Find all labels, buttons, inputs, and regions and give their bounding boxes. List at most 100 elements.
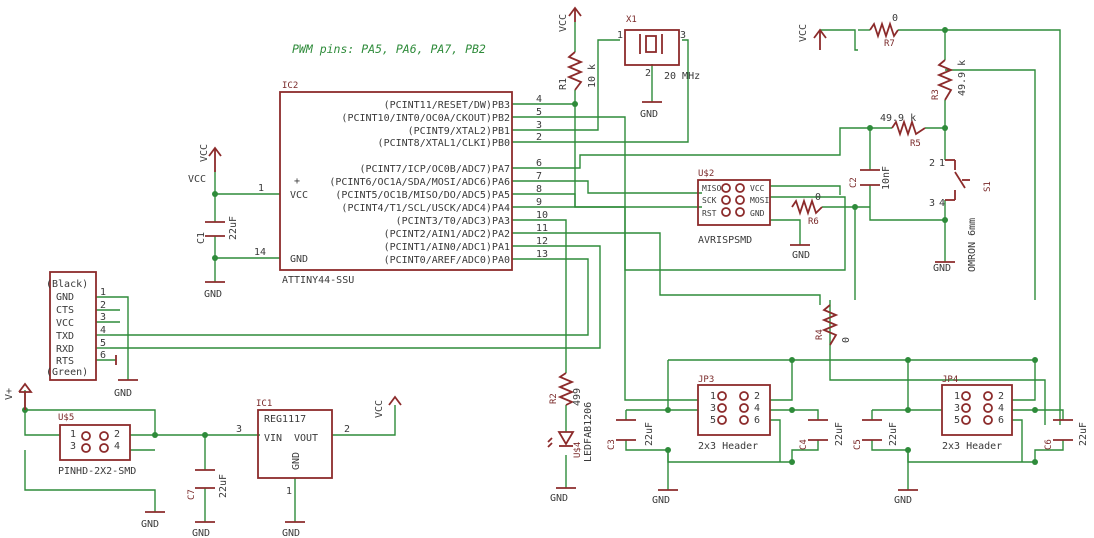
gnd-symbol: GND: [652, 489, 678, 506]
ic2-pin-num: 10: [536, 210, 548, 221]
c7-ref: C7: [187, 489, 197, 500]
ic2-pin-num-1: 1: [258, 183, 264, 194]
ic2-pin-numbers: 4 5 3 2 6 7 8 9 10 11 12 13: [536, 94, 548, 260]
x1-ref: X1: [626, 15, 637, 25]
ic2-attiny44: IC2 ATTINY44-SSU VCC GND 1 14 + (PCINT11…: [254, 81, 548, 286]
s1-pin: 3: [929, 198, 935, 209]
c5-capacitor: C5 22uF: [853, 419, 899, 450]
ic2-pin-name: (PCINT2/AIN1/ADC2)PA2: [384, 229, 510, 240]
gnd-label: GND: [192, 528, 210, 538]
r5-value: 49.9 k: [880, 113, 916, 124]
gnd-symbol: GND: [790, 244, 810, 261]
r5-resistor: 49.9 k R5: [880, 113, 926, 149]
r1-resistor: R1 10 k: [558, 51, 598, 91]
gnd-label: GND: [141, 519, 159, 530]
r4-ref: R4: [815, 329, 825, 340]
ic2-pin-num: 12: [536, 236, 548, 247]
c7-capacitor: C7 22uF: [187, 469, 229, 500]
vcc-label: VCC: [558, 14, 569, 32]
gnd-label: GND: [652, 495, 670, 506]
ftdi-pin-num: 2: [100, 300, 106, 311]
ftdi-pin-num: 6: [100, 350, 106, 361]
jp3-pin: 5: [710, 415, 716, 426]
vcc-label: VCC: [199, 144, 210, 162]
ic1-value: REG1117: [264, 414, 306, 425]
gnd-symbol: GND: [282, 521, 305, 538]
jp4-header: JP4 2x3 Header 1 2 3 4 5 6: [941, 375, 1013, 452]
ftdi-pin-num: 4: [100, 325, 106, 336]
ic2-pin-name: (PCINT11/RESET/DW)PB3: [384, 100, 510, 111]
x1-value: 20 MHz: [664, 71, 700, 82]
ic2-pin-name: (PCINT4/T1/SCL/USCK/ADC4)PA4: [341, 203, 510, 214]
ftdi-pin-num: 3: [100, 312, 106, 323]
c2-value: 10nF: [881, 166, 892, 190]
ic1-pin: 3: [236, 424, 242, 435]
r2-ref: R2: [549, 393, 559, 404]
ic2-pin-num: 7: [536, 171, 542, 182]
ftdi-pin-label: VCC: [56, 318, 74, 329]
ic2-plus: +: [294, 176, 300, 187]
c1-ref: C1: [196, 232, 207, 244]
c4-ref: C4: [799, 439, 809, 450]
c1-capacitor: C1 22uF: [196, 216, 239, 244]
ic2-pin-name: (PCINT6/OC1A/SDA/MOSI/ADC6)PA6: [329, 177, 510, 188]
jp3-pin: 3: [710, 403, 716, 414]
ic2-pin-name: (PCINT10/INT0/OC0A/CKOUT)PB2: [341, 113, 510, 124]
ftdi-pin-label: RXD: [56, 344, 74, 355]
r7-value: 0: [892, 13, 898, 24]
c4-value: 22uF: [834, 422, 845, 446]
c7-value: 22uF: [218, 474, 229, 498]
avr-pin-label: SCK: [702, 196, 717, 205]
ic1-vout: VOUT: [294, 433, 318, 444]
x1-pin: 3: [680, 30, 686, 41]
s1-pin: 4: [939, 198, 945, 209]
u5-pin: 1: [70, 429, 76, 440]
vcc-symbol-r1: VCC: [558, 6, 582, 32]
avr-pin-label: MISO: [702, 184, 721, 193]
avr-ref: U$2: [698, 169, 714, 179]
c2-capacitor: C2 10nF: [849, 166, 892, 190]
gnd-symbol: GND: [550, 487, 576, 504]
ic1-vin: VIN: [264, 433, 282, 444]
s1-pin: 2: [929, 158, 935, 169]
s1-value: OMRON 6mm: [967, 218, 978, 272]
r6-resistor: 0 R6: [791, 192, 823, 227]
r3-resistor: R3 49.9 k: [931, 59, 968, 101]
x1-pin: 2: [645, 68, 651, 79]
ic2-gnd-pin: GND: [290, 254, 308, 265]
r7-ref: R7: [884, 39, 895, 49]
ic2-pin-labels: (PCINT11/RESET/DW)PB3 (PCINT10/INT0/OC0A…: [329, 100, 510, 266]
gnd-label: GND: [114, 388, 132, 399]
gnd-label: GND: [282, 528, 300, 538]
gnd-label: GND: [204, 289, 222, 300]
ic2-pin-num: 2: [536, 132, 542, 143]
u5-ref: U$5: [58, 413, 74, 423]
jp3-pin: 6: [754, 415, 760, 426]
jp3-pin: 4: [754, 403, 760, 414]
wires: [24, 22, 1064, 522]
ftdi-header: (Black) (Green) GND CTS VCC TXD RXD RTS …: [46, 271, 117, 381]
jp3-header: JP3 2x3 Header 1 2 3 4 5 6: [697, 375, 771, 452]
vplus-label: V+: [4, 388, 15, 400]
gnd-symbol: GND: [640, 101, 662, 120]
c5-value: 22uF: [888, 422, 899, 446]
gnd-symbol: GND: [192, 521, 215, 538]
ic2-vcc-pin: VCC: [290, 190, 308, 201]
ic2-pin-name: (PCINT0/AREF/ADC0)PA0: [384, 255, 510, 266]
jp4-pin: 3: [954, 403, 960, 414]
ftdi-pin-label: RTS: [56, 356, 74, 367]
ic2-pin-num: 8: [536, 184, 542, 195]
u5-pin: 2: [114, 429, 120, 440]
r7-resistor: 0 R7: [869, 13, 899, 49]
gnd-symbol: GND: [204, 281, 225, 300]
ftdi-bottom-label: (Green): [46, 367, 88, 378]
jp3-value: 2x3 Header: [698, 441, 758, 452]
r5-ref: R5: [910, 139, 921, 149]
ic1-ref: IC1: [256, 399, 272, 409]
ic1-pin: 1: [286, 486, 292, 497]
gnd-symbol: GND: [114, 379, 138, 399]
r6-value: 0: [815, 192, 821, 203]
vcc-label: VCC: [374, 400, 385, 418]
ic2-pin-name: (PCINT3/T0/ADC3)PA3: [396, 216, 510, 227]
jp4-pin: 1: [954, 391, 960, 402]
